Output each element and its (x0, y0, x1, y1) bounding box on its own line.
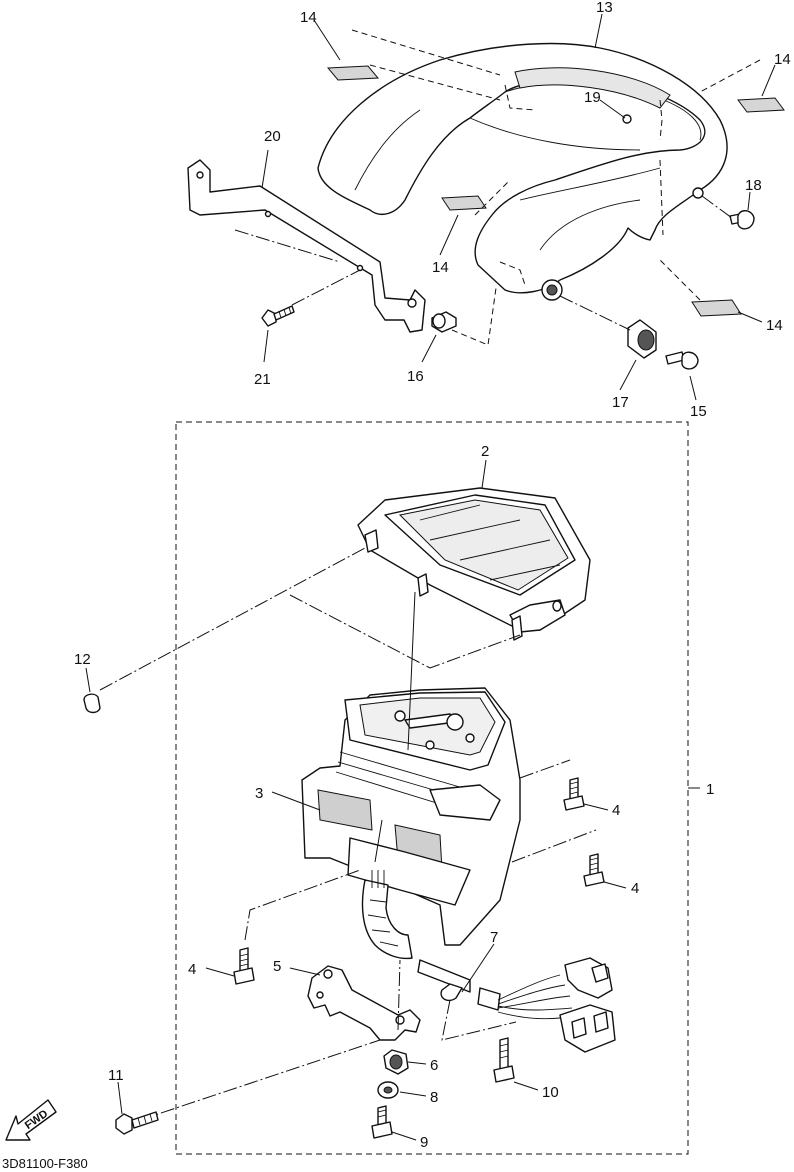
screw-part-4-a (563, 777, 585, 811)
callout-6: 6 (430, 1057, 438, 1074)
callout-14-c: 14 (432, 259, 449, 276)
callout-16: 16 (407, 368, 424, 385)
callout-20: 20 (264, 128, 281, 145)
callout-10: 10 (542, 1084, 559, 1101)
callout-2: 2 (481, 443, 489, 460)
callout-17: 17 (612, 394, 629, 411)
bolt-part-11 (115, 1111, 159, 1135)
wire-harness (361, 870, 413, 960)
bolt-part-15 (665, 351, 699, 370)
callout-9: 9 (420, 1134, 428, 1151)
callout-4-c: 4 (188, 961, 196, 978)
screw-part-4-b (583, 853, 605, 887)
forward-direction-arrow: FWD (5, 1099, 57, 1141)
screw-part-10 (493, 1037, 515, 1083)
diagram-code: 3D81100-F380 (2, 1156, 88, 1171)
callout-18: 18 (745, 177, 762, 194)
callout-11: 11 (108, 1067, 124, 1084)
wire-lead-part-7 (417, 957, 616, 1053)
callout-21: 21 (254, 371, 271, 388)
callout-12: 12 (74, 651, 91, 668)
callout-4-a: 4 (612, 802, 620, 819)
damper-pad-14-b (737, 97, 785, 113)
screw-part-9 (371, 1105, 393, 1139)
bracket-part-5 (307, 965, 421, 1041)
callout-4-b: 4 (631, 880, 639, 897)
damper-pad-14-d (691, 299, 742, 317)
callout-14-d: 14 (766, 317, 783, 334)
callout-5: 5 (273, 958, 281, 975)
grommet-part-17 (627, 319, 657, 359)
meter-body-part-3 (301, 687, 521, 946)
callout-8: 8 (430, 1089, 438, 1106)
damper-pad-14-a (326, 65, 380, 81)
meter-lens-part-2 (357, 487, 591, 641)
callout-15: 15 (690, 403, 707, 420)
callout-1: 1 (706, 781, 714, 798)
callout-14-a: 14 (300, 9, 317, 26)
grommet-part-6 (383, 1049, 409, 1075)
collar-part-16 (431, 311, 457, 333)
callout-3: 3 (255, 785, 263, 802)
washer-part-8 (377, 1081, 399, 1099)
callout-13: 13 (596, 0, 613, 16)
callout-19: 19 (584, 89, 601, 106)
callout-14-b: 14 (774, 51, 791, 68)
assembly-boundary-box (175, 421, 689, 1155)
callout-7: 7 (490, 929, 498, 946)
plug-part-12 (83, 693, 101, 714)
damper-pad-14-c (441, 195, 487, 211)
bolt-part-18 (729, 210, 755, 230)
meter-cover-part-13 (317, 42, 728, 301)
screw-part-4-c (233, 947, 255, 985)
screw-part-21 (261, 305, 295, 327)
bracket-part-20 (187, 159, 426, 333)
